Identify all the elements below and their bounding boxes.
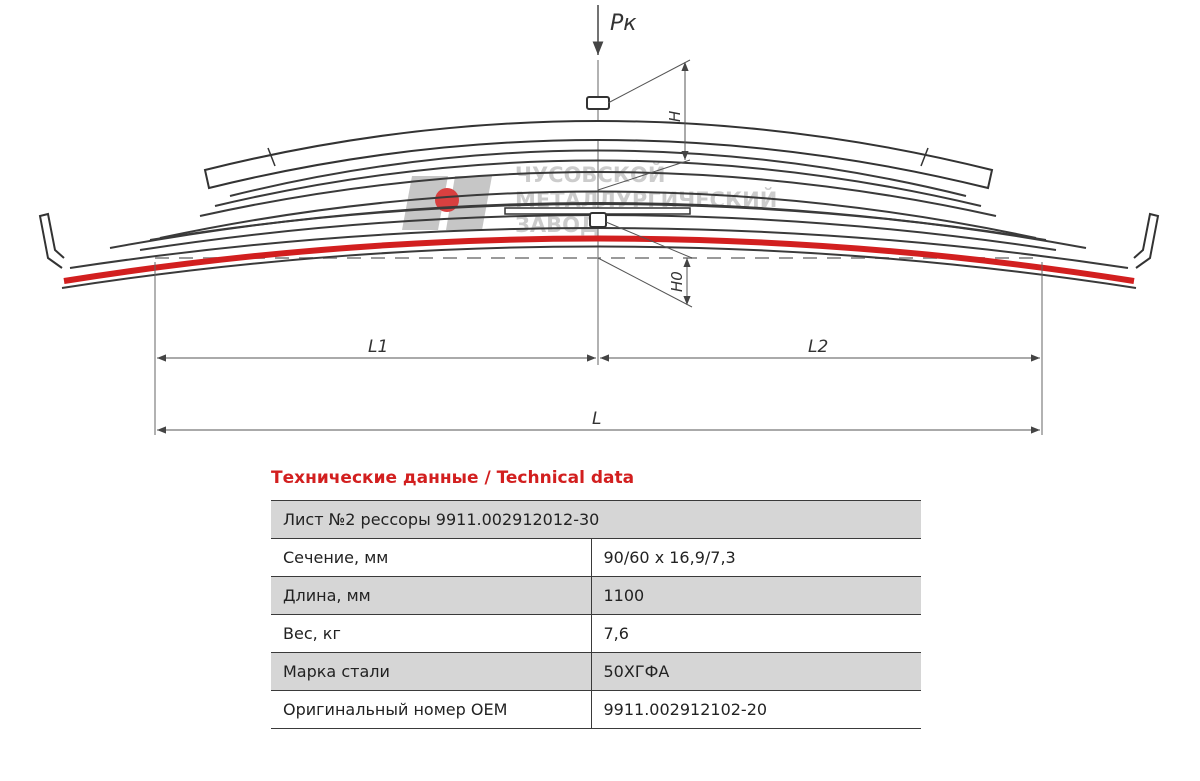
- spec-row: Марка стали 50ХГФА: [271, 652, 921, 691]
- spec-title: Технические данные / Technical data: [271, 468, 635, 488]
- spec-label: Марка стали: [271, 652, 592, 691]
- spec-row: Вес, кг 7,6: [271, 614, 921, 653]
- dimension-h0: [597, 221, 693, 308]
- spec-label: Сечение, мм: [271, 538, 592, 577]
- watermark-line-1: ЧУСОВСКОЙ: [515, 162, 665, 187]
- spec-value: 9911.002912102-20: [591, 690, 921, 729]
- spec-value: 7,6: [591, 614, 921, 653]
- leaf-stack: [61, 149, 1137, 289]
- right-hook: [1133, 212, 1160, 269]
- dimension-l-label: L: [592, 409, 601, 429]
- spec-row: Оригинальный номер OEM 9911.002912102-20: [271, 690, 921, 729]
- spec-label: Длина, мм: [271, 576, 592, 615]
- upper-leaf: [203, 120, 994, 190]
- spec-value: 90/60 x 16,9/7,3: [591, 538, 921, 577]
- watermark-line-3: ЗАВОД: [515, 213, 599, 237]
- spec-value: 1100: [591, 576, 921, 615]
- dimension-l1-label: L1: [368, 337, 388, 357]
- dimension-h0-label: H0: [668, 271, 686, 292]
- spec-label: Вес, кг: [271, 614, 592, 653]
- force-label: Pк: [610, 11, 637, 36]
- spec-row: Сечение, мм 90/60 x 16,9/7,3: [271, 538, 921, 577]
- spec-header: Лист №2 рессоры 9911.002912012-30: [271, 500, 921, 539]
- dimension-h: [597, 59, 691, 191]
- center-bolt-nut: [589, 212, 607, 228]
- dimension-l2-label: L2: [808, 337, 828, 357]
- leaf-spring-drawing: ЧУСОВСКОЙ МЕТАЛЛУРГИЧЕСКИЙ ЗАВОД: [38, 5, 1160, 435]
- spec-value: 50ХГФА: [591, 652, 921, 691]
- dimension-h-label: H: [666, 111, 684, 122]
- spec-header-row: Лист №2 рессоры 9911.002912012-30: [271, 500, 921, 539]
- left-hook: [38, 212, 65, 269]
- leaf-2-highlight: [63, 235, 1135, 284]
- spec-row: Длина, мм 1100: [271, 576, 921, 615]
- spec-label: Оригинальный номер OEM: [271, 690, 592, 729]
- center-bolt-head: [586, 96, 610, 110]
- spec-table: Лист №2 рессоры 9911.002912012-30 Сечени…: [271, 500, 921, 729]
